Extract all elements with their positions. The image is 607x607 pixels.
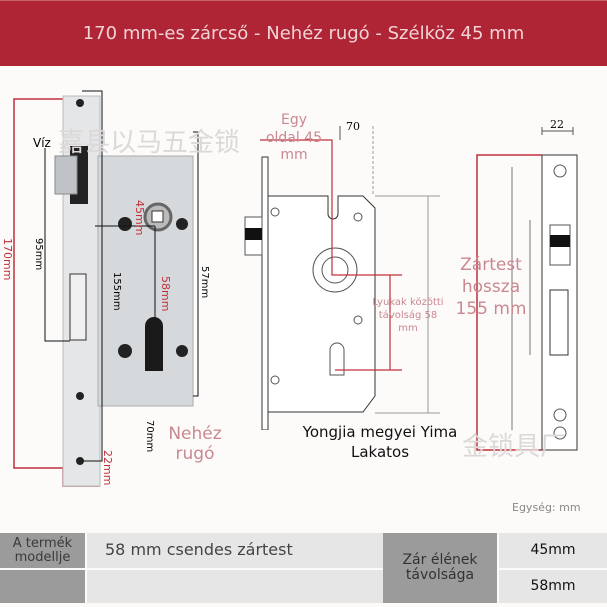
- spindle-square: [151, 210, 164, 223]
- label-170mm: 170mm: [1, 238, 14, 281]
- edge-value-58: 58mm: [499, 570, 607, 603]
- model-label-cell: A termék modellje: [0, 533, 85, 568]
- edge-label-cell: Zár élének távolsága: [383, 533, 497, 603]
- header-title: 170 mm-es zárcső - Nehéz rugó - Szélköz …: [82, 23, 525, 44]
- label-57mm: 57mm: [199, 266, 210, 299]
- label-70: 70: [346, 120, 360, 133]
- label-one-side: Egy oldal 45 mm: [265, 112, 323, 163]
- label-hole-distance: Lyukak közötti távolság 58 mm: [372, 297, 444, 334]
- label-58mm: 58mm: [159, 276, 172, 312]
- empty-cell: [87, 570, 383, 603]
- empty-cell: [0, 570, 85, 603]
- edge-value-45: 45mm: [499, 533, 607, 568]
- label-45mm: 45mm: [133, 200, 146, 236]
- label-155mm: 155mm: [111, 272, 122, 311]
- latch-housing: [54, 155, 78, 195]
- dimension-170-line: [13, 98, 63, 469]
- header-banner: 170 mm-es zárcső - Nehéz rugó - Szélköz …: [0, 0, 607, 66]
- label-body-length: Zártest hossza 155 mm: [455, 255, 527, 320]
- unit-label: Egység: mm: [512, 501, 581, 514]
- bolt-slot: [69, 273, 87, 341]
- model-value-cell: 58 mm csendes zártest: [87, 533, 383, 568]
- label-70mm: 70mm: [144, 420, 155, 453]
- drawing-faceplate: [261, 156, 269, 430]
- lock-body-outline: [267, 195, 376, 413]
- lock-drawing-front: [244, 126, 440, 430]
- watermark: 金锁具厂: [462, 432, 567, 462]
- label-22: 22: [550, 118, 564, 131]
- watermark: 嘉县以马五金锁: [58, 128, 241, 158]
- label-22mm: 22mm: [101, 450, 114, 486]
- label-water: Víz: [33, 136, 51, 150]
- label-heavy-spring: Nehéz rugó: [168, 424, 222, 465]
- label-95mm: 95mm: [33, 238, 44, 271]
- cylinder-hole: [145, 317, 163, 371]
- lock-photo: [13, 90, 199, 487]
- label-maker: Yongjia megyei Yima Lakatos: [302, 423, 458, 462]
- lock-drawing-side: [476, 127, 578, 451]
